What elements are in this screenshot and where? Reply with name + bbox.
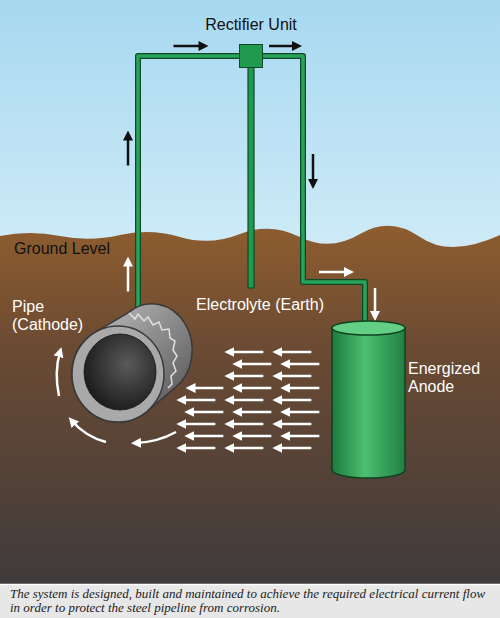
caption-rule bbox=[0, 584, 500, 586]
node-label: Pipe (Cathode) bbox=[12, 298, 88, 334]
current-arrow bbox=[277, 375, 311, 378]
current-direction-arrow bbox=[173, 45, 203, 48]
anode-drawing bbox=[330, 320, 495, 480]
current-arrow bbox=[57, 352, 60, 396]
current-arrow bbox=[181, 423, 215, 426]
rectifier-box bbox=[239, 44, 263, 68]
current-direction-arrow bbox=[319, 271, 349, 274]
rectifier-unit: Rectifier Unit bbox=[205, 16, 297, 68]
current-arrow bbox=[229, 399, 263, 402]
current-arrow bbox=[237, 435, 271, 438]
current-arrow bbox=[285, 435, 319, 438]
pipe-cathode: Pipe (Cathode) bbox=[8, 292, 208, 442]
wire-outline bbox=[138, 56, 239, 308]
current-arrow bbox=[277, 447, 311, 450]
caption: The system is designed, built and mainta… bbox=[10, 587, 490, 615]
current-arrow bbox=[189, 435, 223, 438]
wire-outline bbox=[263, 56, 365, 322]
pipe-rim bbox=[72, 326, 164, 422]
wire bbox=[138, 56, 239, 308]
pipe-bore bbox=[84, 334, 156, 410]
current-arrow bbox=[191, 387, 224, 390]
anode-body bbox=[332, 328, 405, 478]
node-label: Energized Anode bbox=[408, 320, 492, 396]
pipe-body bbox=[72, 304, 192, 422]
current-arrow bbox=[229, 447, 263, 450]
anode-top bbox=[332, 321, 405, 335]
current-arrow bbox=[285, 411, 319, 414]
diagram-label: Ground Level bbox=[14, 240, 110, 258]
current-direction-arrow bbox=[269, 45, 297, 48]
current-arrow bbox=[229, 423, 263, 426]
current-arrow bbox=[285, 387, 319, 390]
current-arrow bbox=[72, 421, 106, 442]
current-arrow bbox=[229, 375, 263, 378]
wire bbox=[263, 56, 365, 322]
node-label: Rectifier Unit bbox=[205, 16, 297, 34]
current-arrow bbox=[277, 423, 311, 426]
current-arrow bbox=[181, 399, 215, 402]
current-arrow bbox=[229, 351, 263, 354]
rectifier-post bbox=[248, 66, 254, 288]
current-arrow bbox=[136, 432, 176, 443]
current-direction-arrow bbox=[374, 288, 377, 316]
current-arrow bbox=[237, 411, 271, 414]
current-arrow bbox=[277, 351, 311, 354]
current-direction-arrow bbox=[127, 136, 130, 166]
current-arrow bbox=[237, 363, 271, 366]
anode-node: Energized Anode bbox=[330, 320, 495, 480]
current-flow-arrows bbox=[181, 352, 319, 448]
current-arrow bbox=[189, 411, 223, 414]
current-direction-arrow bbox=[127, 262, 130, 292]
current-arrow bbox=[277, 399, 311, 402]
current-arrow bbox=[285, 363, 319, 366]
current-arrow bbox=[237, 387, 271, 390]
diagram-label: Electrolyte (Earth) bbox=[196, 296, 324, 314]
current-arrow bbox=[181, 447, 215, 450]
wire-connector bbox=[263, 46, 375, 322]
current-direction-arrow bbox=[312, 154, 315, 184]
wire-connector bbox=[128, 46, 239, 308]
caption-band bbox=[0, 584, 500, 618]
